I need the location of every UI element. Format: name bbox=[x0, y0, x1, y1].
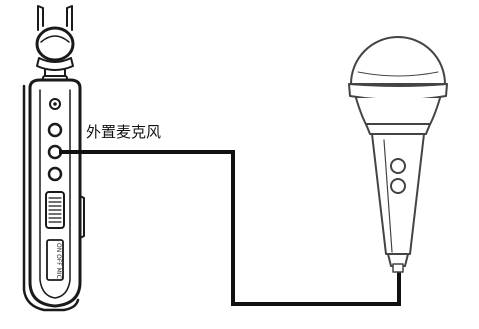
recorder-mic-dome-inner bbox=[40, 35, 70, 43]
recorder-panel-text: ON OFF MIC bbox=[55, 243, 62, 279]
mic-bottom-cap bbox=[387, 253, 409, 267]
recorder-side-nub bbox=[79, 195, 85, 239]
microphone-icon bbox=[348, 36, 448, 273]
recorder-top-prong-right bbox=[66, 5, 73, 31]
external-mic-label: 外置麦克风 bbox=[86, 123, 161, 141]
voice-recorder-icon bbox=[22, 5, 85, 312]
mic-button-top bbox=[390, 158, 406, 174]
mic-head-rim bbox=[348, 83, 448, 101]
recorder-button-3 bbox=[47, 166, 63, 182]
mic-button-bottom bbox=[390, 178, 406, 194]
recorder-slide-grip bbox=[48, 197, 62, 223]
mic-cable bbox=[59, 150, 401, 306]
mic-connector bbox=[392, 263, 404, 273]
mic-head bbox=[350, 36, 446, 85]
recorder-label-panel bbox=[46, 239, 64, 281]
mic-collar bbox=[365, 123, 431, 135]
recorder-top-prong-left bbox=[37, 5, 44, 31]
recorder-inner-rail bbox=[39, 89, 71, 299]
recorder-mic-dome bbox=[35, 26, 75, 62]
recorder-mic-collar bbox=[36, 57, 74, 71]
recorder-button-1 bbox=[47, 122, 63, 138]
recorder-body-back bbox=[22, 84, 80, 312]
